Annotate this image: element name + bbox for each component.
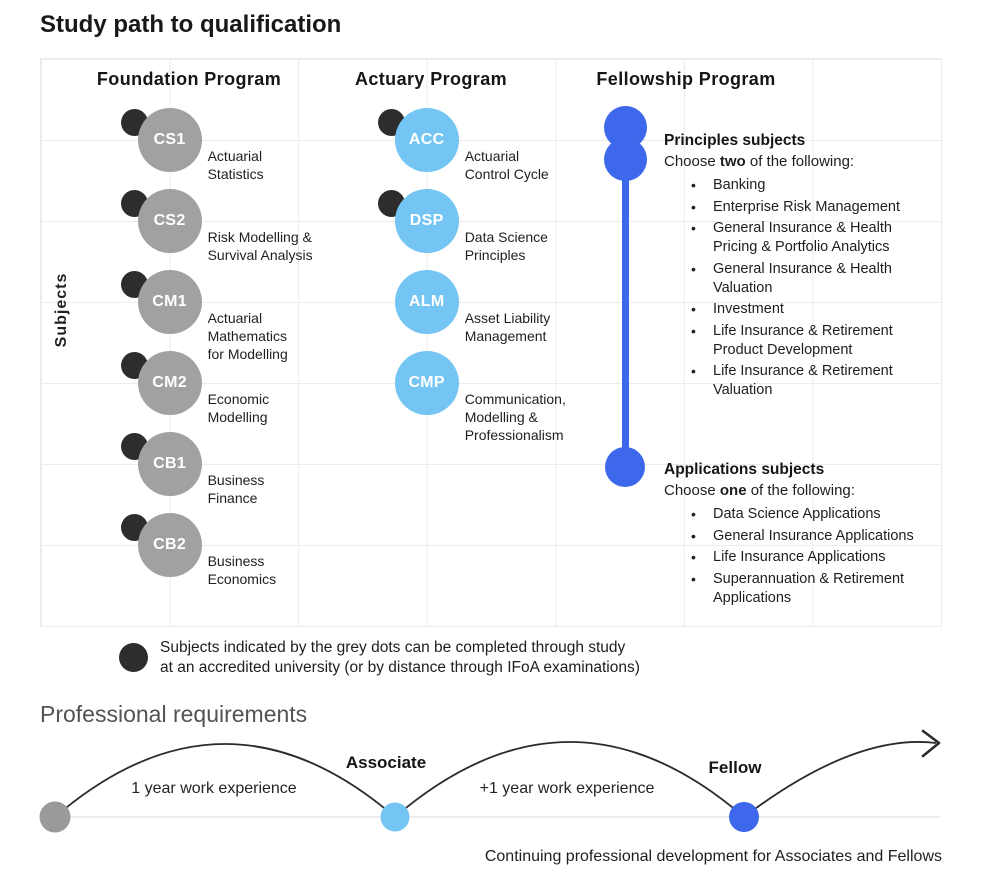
- subject-code-circle: CB1: [137, 432, 202, 496]
- choose-suffix: of the following:: [745, 153, 855, 170]
- list-item: • Life Insurance Applications: [664, 548, 936, 567]
- bullet-icon: •: [691, 527, 696, 544]
- list-item-text: Investment: [713, 301, 784, 317]
- list-item-text: Data Science Applications: [713, 506, 881, 522]
- bullet-icon: •: [691, 198, 696, 215]
- list-item-text: Banking: [713, 177, 766, 193]
- principles-subjects-block: Principles subjects Choose two of the fo…: [664, 130, 936, 403]
- list-item: • Banking: [664, 176, 936, 195]
- list-item-text: Superannuation & Retirement Applications: [713, 570, 905, 606]
- bullet-icon: •: [691, 260, 696, 277]
- choose-prefix: Choose: [664, 482, 720, 499]
- list-item: • Enterprise Risk Management: [664, 198, 936, 217]
- fellow-label: Fellow: [708, 758, 762, 777]
- arc-to-fellow: [394, 741, 745, 818]
- list-item-text: General Insurance Applications: [713, 527, 914, 544]
- bullet-icon: •: [691, 177, 696, 193]
- applications-list: • Data Science Applications • General In…: [664, 505, 936, 608]
- segment-2-label: +1 year work experience: [479, 780, 655, 797]
- list-item-text: Enterprise Risk Management: [713, 198, 900, 215]
- list-item-text: General Insurance & Health Pricing & Por…: [713, 220, 892, 255]
- list-item: • General Insurance & Health Pricing & P…: [664, 219, 936, 257]
- subject-label: Communication, Modelling & Professionali…: [464, 391, 566, 443]
- bullet-icon: •: [691, 363, 696, 379]
- applications-heading: Applications subjects: [664, 461, 825, 478]
- arc-to-future: [743, 741, 937, 818]
- subject-label: Risk Modelling & Survival Analysis: [207, 229, 313, 263]
- foundation-program-header: Foundation Program: [96, 69, 282, 89]
- subject-label: Business Economics: [207, 553, 277, 587]
- bullet-icon: •: [691, 322, 696, 339]
- list-item-text: Life Insurance & Retirement Product Deve…: [713, 322, 893, 358]
- principles-dot-icon: [603, 137, 647, 181]
- segment-1-label: 1 year work experience: [131, 780, 297, 797]
- choose-emphasis: two: [719, 153, 746, 170]
- fellowship-connector-line: [621, 159, 629, 467]
- bullet-icon: •: [691, 506, 696, 522]
- subject-code-circle: CMP: [394, 351, 459, 415]
- list-item: • Investment: [664, 300, 936, 319]
- subject-label: Actuarial Mathematics for Modelling: [207, 310, 288, 362]
- subject-label: Data Science Principles: [464, 229, 548, 263]
- fellow-milestone-dot: [729, 802, 759, 832]
- list-item: • Superannuation & Retirement Applicatio…: [664, 570, 936, 608]
- subject-code-circle: CB2: [137, 513, 202, 577]
- choose-prefix: Choose: [664, 153, 720, 170]
- subject-label: Actuarial Statistics: [207, 148, 264, 182]
- subject-code-circle: ACC: [394, 108, 459, 172]
- list-item-text: General Insurance & Health Valuation: [713, 260, 892, 296]
- subject-code-circle: CM2: [137, 351, 202, 415]
- choose-suffix: of the following:: [746, 482, 855, 499]
- associate-label: Associate: [345, 753, 427, 772]
- study-path-grid: Foundation Program Actuary Program Fello…: [40, 58, 942, 627]
- fellowship-program-header: Fellowship Program: [596, 69, 776, 89]
- grey-dot-legend-text: Subjects indicated by the grey dots can …: [160, 639, 640, 676]
- page-title: Study path to qualification: [40, 11, 342, 38]
- applications-choose-line: Choose one of the following:: [664, 480, 936, 501]
- subject-label: Economic Modelling: [207, 391, 270, 425]
- list-item: • General Insurance & Health Valuation: [664, 260, 936, 298]
- subject-code-circle: ALM: [394, 270, 459, 334]
- choose-emphasis: one: [719, 482, 747, 499]
- principles-heading: Principles subjects: [664, 132, 806, 149]
- bullet-icon: •: [691, 570, 696, 587]
- arrow-head-icon: [921, 729, 941, 758]
- actuary-program-header: Actuary Program: [354, 69, 508, 89]
- list-item-text: Life Insurance Applications: [713, 549, 886, 565]
- list-item: • Data Science Applications: [664, 505, 936, 524]
- applications-dot-icon: [605, 447, 645, 487]
- list-item-text: Life Insurance & Retirement Valuation: [713, 363, 893, 398]
- principles-choose-line: Choose two of the following:: [664, 151, 936, 172]
- start-milestone-dot: [39, 801, 71, 833]
- applications-subjects-block: Applications subjects Choose one of the …: [664, 459, 936, 610]
- subject-code-circle: CS1: [137, 108, 202, 172]
- principles-list: • Banking • Enterprise Risk Management •…: [664, 176, 936, 400]
- subject-label: Asset Liability Management: [464, 310, 551, 344]
- list-item: • Life Insurance & Retirement Product De…: [664, 322, 936, 360]
- subject-code-circle: CM1: [137, 270, 202, 334]
- subject-label: Business Finance: [207, 472, 265, 506]
- bullet-icon: •: [691, 301, 696, 317]
- subject-code-circle: DSP: [394, 189, 459, 253]
- bullet-icon: •: [691, 549, 696, 565]
- associate-milestone-dot: [380, 802, 410, 832]
- list-item: • General Insurance Applications: [664, 527, 936, 546]
- list-item: • Life Insurance & Retirement Valuation: [664, 362, 936, 400]
- cpd-footer-text: Continuing professional development for …: [484, 848, 942, 865]
- bullet-icon: •: [691, 220, 696, 236]
- subject-label: Actuarial Control Cycle: [464, 148, 549, 182]
- arc-to-associate: [54, 743, 396, 818]
- subject-code-circle: CS2: [137, 189, 202, 253]
- professional-requirements-title: Professional requirements: [40, 701, 308, 727]
- grey-dot-legend-icon: [118, 642, 148, 672]
